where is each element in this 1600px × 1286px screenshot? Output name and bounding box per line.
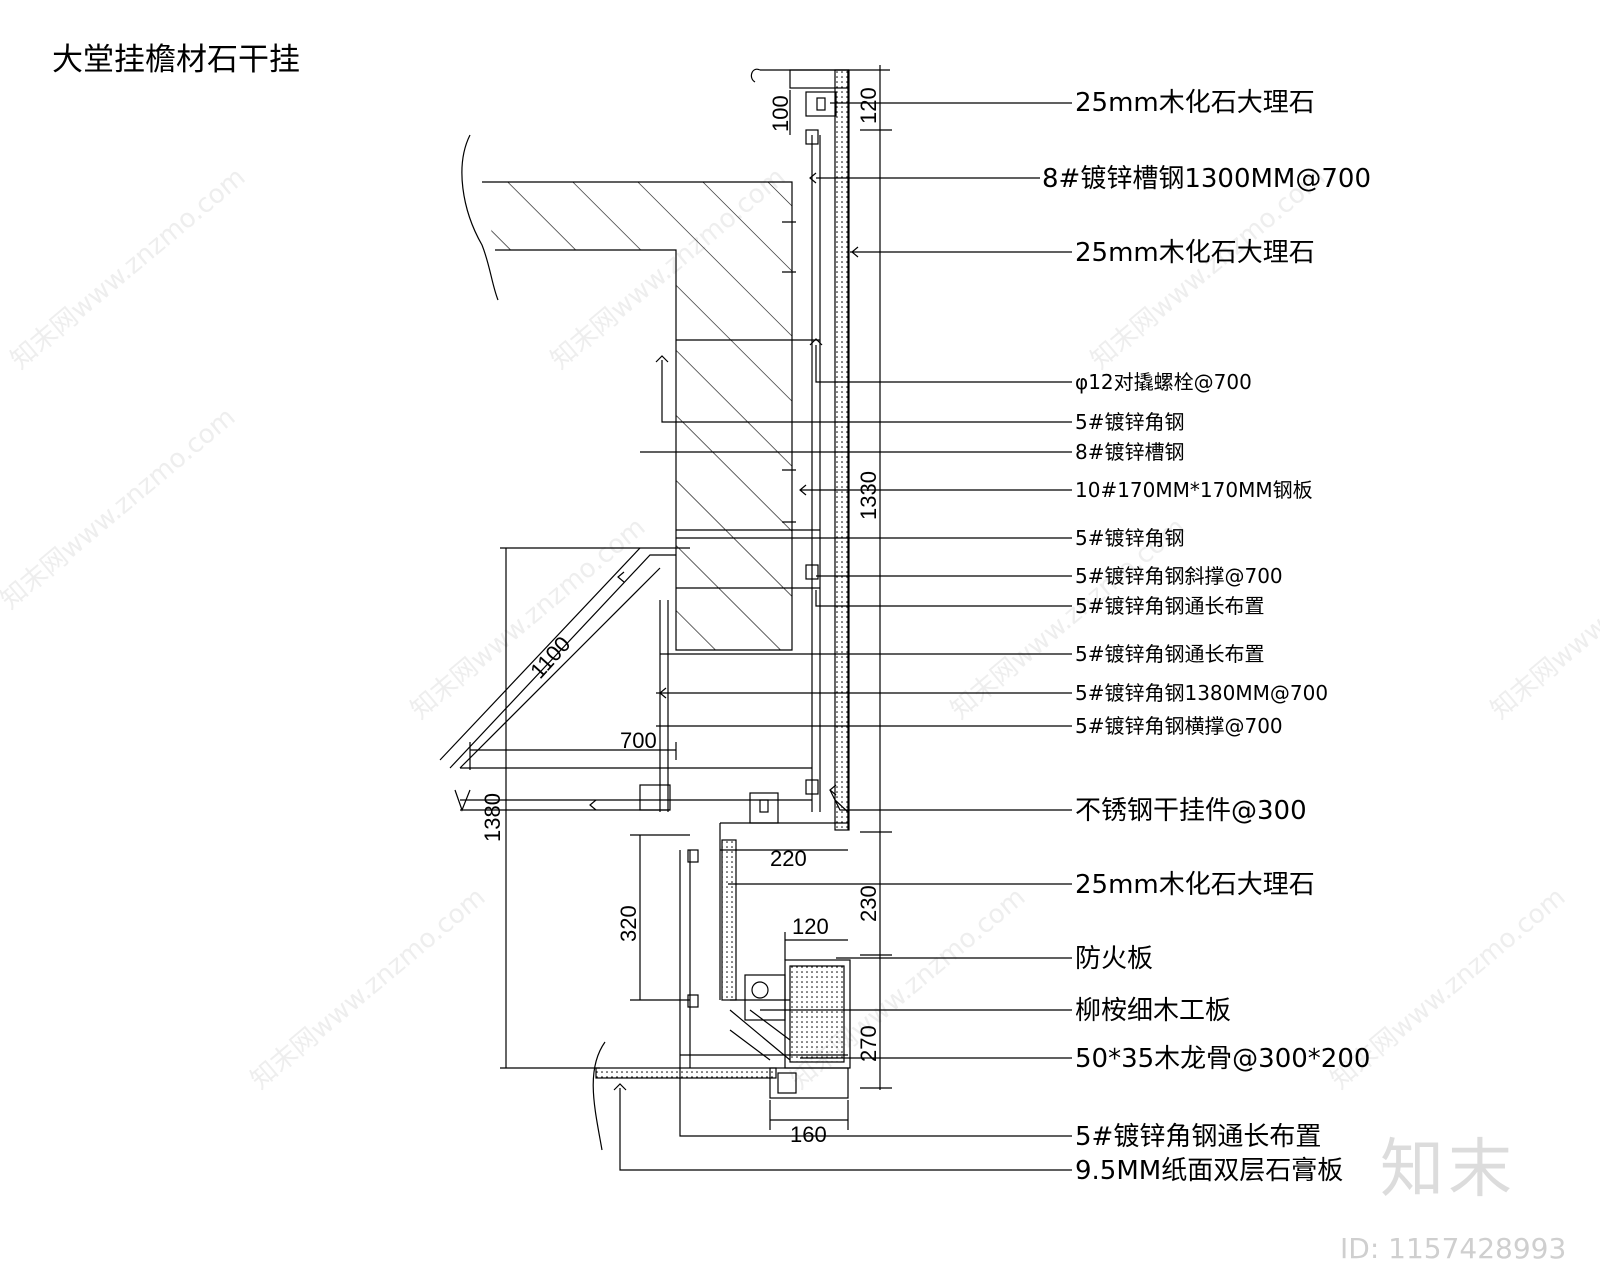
dim-1330: 1330 — [856, 471, 881, 520]
concrete-slab — [482, 181, 793, 651]
construction-lines — [439, 65, 1072, 1171]
label-gypsum-board: 9.5MM纸面双层石膏板 — [1075, 1156, 1344, 1186]
watermark: 知末网www.znzmo.com — [1085, 162, 1331, 375]
label-angle-continuous-2: 5#镀锌角钢通长布置 — [1075, 642, 1265, 666]
dim-1380: 1380 — [480, 793, 505, 842]
label-stainless-hanger: 不锈钢干挂件@300 — [1075, 796, 1307, 826]
label-marble-vertical: 25mm木化石大理石 — [1075, 238, 1315, 268]
marble-panel — [834, 69, 850, 831]
image-id: ID: 1157428993 — [1340, 1232, 1567, 1265]
dim-160: 160 — [790, 1122, 827, 1147]
watermark: 知末网www.znzmo.com — [1485, 512, 1600, 725]
watermark-logo: 知末 — [1380, 1133, 1516, 1207]
dim-220: 220 — [770, 846, 807, 871]
label-steel-plate: 10#170MM*170MM钢板 — [1075, 478, 1313, 502]
label-angle-steel-2: 5#镀锌角钢 — [1075, 526, 1185, 550]
watermark: 知末网www.znzmo.com — [405, 512, 651, 725]
label-angle-strut: 5#镀锌角钢横撑@700 — [1075, 714, 1283, 738]
dim-120-top: 120 — [856, 87, 881, 124]
dim-230: 230 — [856, 885, 881, 922]
label-angle-1380: 5#镀锌角钢1380MM@700 — [1075, 681, 1329, 705]
label-fireproof-board: 防火板 — [1075, 944, 1154, 974]
watermark: 知末网www.znzmo.com — [5, 162, 251, 375]
watermark-group: 知末网www.znzmo.com 知末网www.znzmo.com 知末网www… — [0, 162, 1600, 1095]
dim-320: 320 — [616, 905, 641, 942]
top-bracket — [805, 91, 837, 117]
leader-lines — [619, 102, 1072, 1171]
dim-100: 100 — [768, 95, 793, 132]
dim-1100: 1100 — [525, 631, 575, 683]
label-wood-keel: 50*35木龙骨@300*200 — [1075, 1044, 1371, 1074]
drawing-title: 大堂挂檐材石干挂 — [52, 42, 300, 78]
label-angle-continuous-3: 5#镀锌角钢通长布置 — [1075, 1122, 1322, 1152]
label-angle-brace: 5#镀锌角钢斜撑@700 — [1075, 564, 1283, 588]
dim-700: 700 — [620, 728, 657, 753]
dimension-lines — [469, 65, 892, 1130]
label-bolt: φ12对撬螺栓@700 — [1075, 370, 1252, 394]
label-angle-steel-1: 5#镀锌角钢 — [1075, 410, 1185, 434]
label-channel-steel-main: 8#镀锌槽钢1300MM@700 — [1042, 164, 1371, 194]
label-marble-lower: 25mm木化石大理石 — [1075, 870, 1315, 900]
watermark: 知末网www.znzmo.com — [245, 882, 491, 1095]
dim-120-mid: 120 — [792, 914, 829, 939]
top-cap — [750, 68, 849, 90]
label-angle-continuous-1: 5#镀锌角钢通长布置 — [1075, 594, 1265, 618]
label-channel-steel: 8#镀锌槽钢 — [1075, 440, 1185, 464]
label-plywood: 柳桉细木工板 — [1075, 996, 1232, 1026]
leader-arrows — [589, 172, 859, 1091]
dim-270: 270 — [856, 1025, 881, 1062]
label-marble-top: 25mm木化石大理石 — [1075, 88, 1315, 118]
watermark: 知末网www.znzmo.com — [0, 402, 241, 615]
